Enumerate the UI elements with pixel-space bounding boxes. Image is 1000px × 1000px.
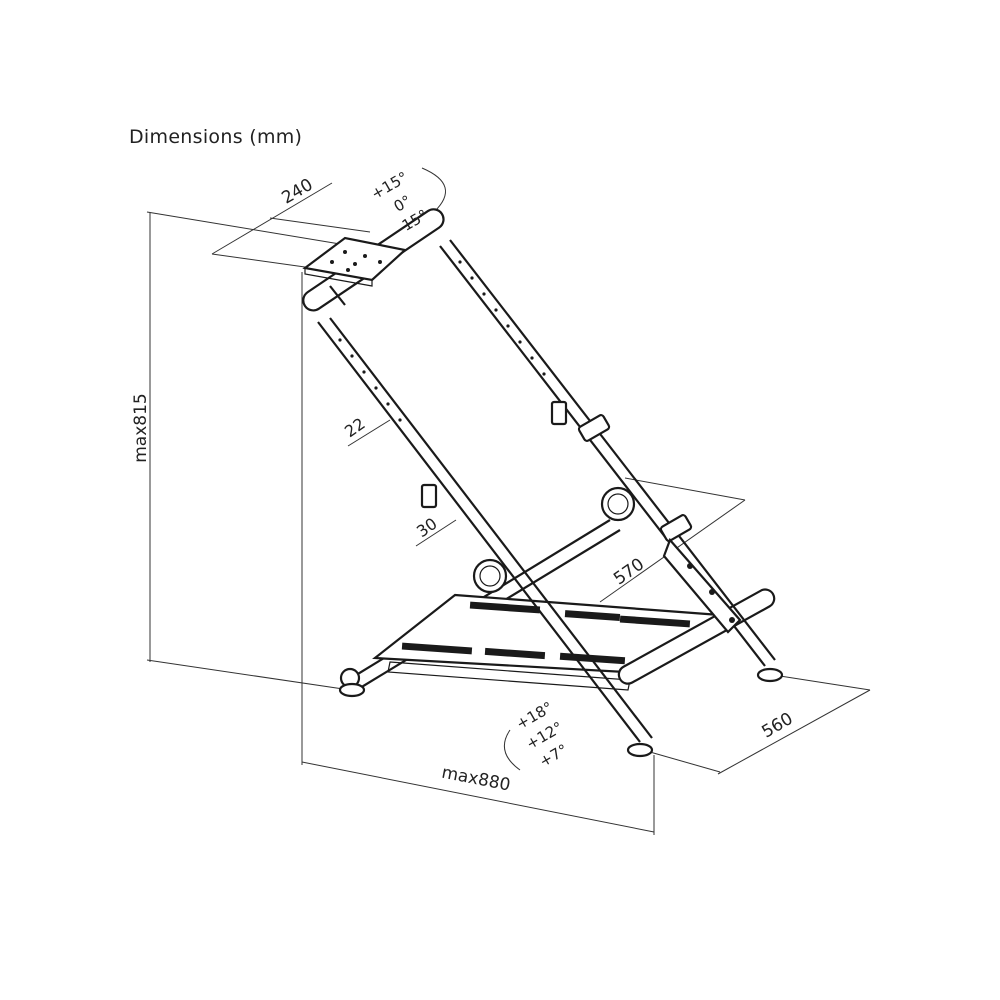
dim-tube-lower: 30 [413,514,441,541]
dim-width: 560 [758,709,796,743]
tilt-bracket [662,537,742,634]
foot-rear-left [338,682,366,698]
page-title: Dimensions (mm) [129,126,303,148]
dim-base-width: 570 [610,554,648,589]
dimension-lines [146,167,871,835]
dim-height: max815 [131,393,151,463]
angle-labels-bottom: +18° +12° +7° [513,698,571,771]
dimension-labels: 240 max815 max880 560 570 22 30 [131,175,797,796]
pivot-joint-upper [600,486,636,522]
foot-front-left [626,742,654,758]
foot-front-right [756,667,784,683]
wheel-plate [302,236,408,306]
angle-top-zero: 0° [391,192,415,216]
dim-depth: max880 [440,763,512,796]
pivot-joint-lower [472,558,508,594]
dim-tube-upper: 22 [341,414,369,441]
